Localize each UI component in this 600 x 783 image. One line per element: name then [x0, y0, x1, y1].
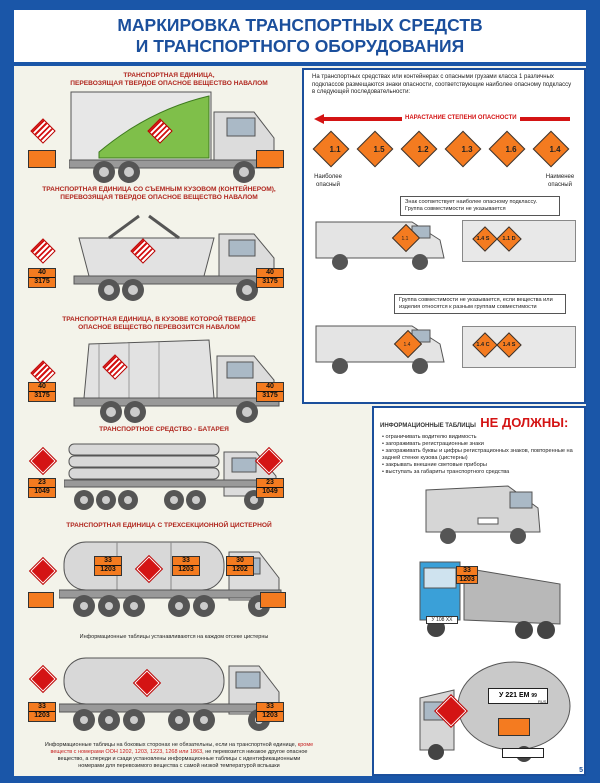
rules-title: ИНФОРМАЦИОННЫЕ ТАБЛИЦЫ НЕ ДОЛЖНЫ: — [380, 415, 569, 430]
box1-sign2: 1.1 D — [502, 236, 516, 242]
least-dangerous-label: Наименее опасный — [545, 174, 575, 188]
poster-body: ТРАНСПОРТНАЯ ЕДИНИЦА,ПЕРЕВОЗЯЩАЯ ТВЕРДОЕ… — [14, 66, 586, 776]
rear-license-plate — [502, 748, 544, 758]
subclass-sign-label: 1.1 — [329, 145, 341, 154]
subclass-sign-label: 1.3 — [461, 145, 473, 154]
subclass-sign-label: 1.4 — [549, 145, 561, 154]
blank-orange-plate — [256, 150, 284, 168]
title-line-2: И ТРАНСПОРТНОГО ОБОРУДОВАНИЯ — [135, 36, 465, 56]
box2-sign1: 1.4 C — [476, 342, 490, 348]
three-section-tanker-illustration — [59, 541, 282, 617]
page-number: 5 — [579, 767, 583, 774]
flammable-gas-sign-icon — [28, 446, 58, 476]
section5-caption: ТРАНСПОРТНАЯ ЕДИНИЦА С ТРЕХСЕКЦИОННОЙ ЦИ… — [66, 522, 272, 529]
section4-caption: ТРАНСПОРТНОЕ СРЕДСТВО - БАТАРЕЯ — [99, 426, 229, 433]
bottom-note: Информационные таблицы на боковых сторон… — [44, 742, 314, 769]
callout-compatibility: Группа совместимости не указывается, есл… — [394, 294, 566, 314]
van-illustration — [315, 221, 445, 270]
callout-most-dangerous: Знак соответствует наиболее опасному под… — [400, 196, 560, 216]
subclass-sign-label: 1.5 — [373, 145, 385, 154]
rules-list: ограничивать водителю видимостьзагоражив… — [382, 434, 578, 476]
poster-header: МАРКИРОВКА ТРАНСПОРТНЫХ СРЕДСТВ И ТРАНСП… — [14, 10, 586, 62]
battery-vehicle-illustration — [64, 443, 280, 510]
tank-plate-country: RUS — [538, 699, 547, 704]
subclass-sign-label: 1.6 — [505, 145, 517, 154]
flammable-liquid-sign-icon — [28, 664, 58, 694]
blank-orange-plate — [28, 150, 56, 168]
subclass-sign-label: 1.2 — [417, 145, 429, 154]
skip-container-truck-illustration — [73, 214, 280, 301]
rule-item: загораживать буквы и цифры регистрационн… — [382, 448, 578, 462]
van2-sign-number: 1.4 — [403, 342, 411, 348]
class4-sign-icon — [30, 238, 56, 264]
garbage-truck-illustration — [73, 339, 280, 423]
blank-orange-plate — [28, 592, 54, 608]
info-plates-rules-panel: ИНФОРМАЦИОННЫЕ ТАБЛИЦЫ НЕ ДОЛЖНЫ: ограни… — [372, 406, 586, 776]
blank-orange-plate — [260, 592, 286, 608]
minibus-illustration — [425, 485, 541, 544]
blank-orange-plate — [498, 718, 530, 736]
title-line-1: МАРКИРОВКА ТРАНСПОРТНЫХ СРЕДСТВ — [117, 15, 483, 35]
rule-item: закрывать внешние световые приборы — [382, 462, 578, 469]
rule-item: загораживать регистрационные знаки — [382, 441, 578, 448]
class4-sign-icon — [30, 118, 56, 144]
tank-license-plate: У 221 ЕМ 99 — [488, 688, 548, 704]
dump-truck-illustration — [419, 561, 561, 639]
rule-item: выступать за габариты транспортного сред… — [382, 469, 578, 476]
box2-sign2: 1.4 S — [502, 342, 516, 348]
class1-subclasses-panel: На транспортных средствах или контейнера… — [302, 68, 586, 404]
class1-intro: На транспортных средствах или контейнера… — [312, 74, 572, 95]
hazard-increase-arrow: НАРАСТАНИЕ СТЕПЕНИ ОПАСНОСТИ — [314, 113, 570, 124]
flammable-liquid-sign-icon — [28, 556, 58, 586]
section3-caption: ТРАНСПОРТНАЯ ЕДИНИЦА, В КУЗОВЕ КОТОРОЙ Т… — [62, 316, 256, 331]
van-illustration — [315, 325, 445, 374]
truck-license-plate: У 108 ХХ — [426, 616, 458, 624]
single-tanker-illustration — [59, 657, 282, 731]
covered-truck-illustration — [69, 91, 280, 183]
van1-sign-number: 1.1 — [401, 236, 409, 242]
box1-sign1: 1.4 S — [476, 236, 490, 242]
section2-caption: ТРАНСПОРТНАЯ ЕДИНИЦА СО СЪЕМНЫМ КУЗОВОМ … — [42, 186, 276, 201]
most-dangerous-label: Наиболее опасный — [314, 174, 342, 188]
section5-note: Информационные таблицы устанавливаются н… — [79, 634, 269, 640]
rule-item: ограничивать водителю видимость — [382, 434, 578, 441]
section1-caption: ТРАНСПОРТНАЯ ЕДИНИЦА,ПЕРЕВОЗЯЩАЯ ТВЕРДОЕ… — [70, 72, 268, 87]
